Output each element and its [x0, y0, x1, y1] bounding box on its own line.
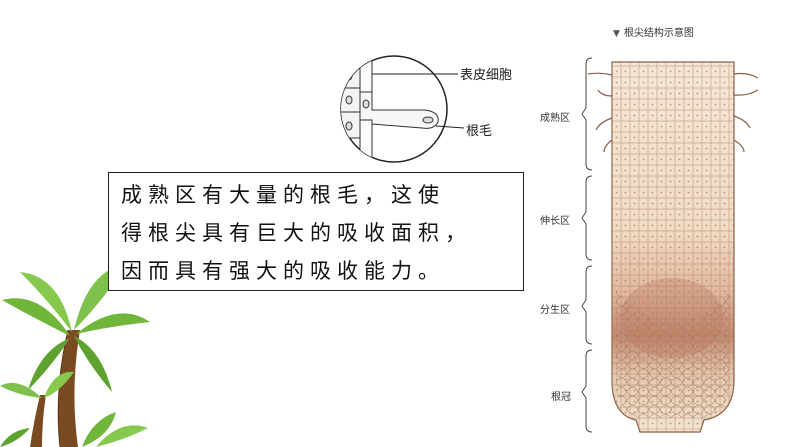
explanation-text-box: 成熟区有大量的根毛，这使 得根尖具有巨大的吸收面积， 因而具有强大的吸收能力。 [108, 172, 524, 291]
zone-brackets [581, 57, 593, 433]
magnified-view [340, 55, 465, 163]
zone-label-mature: 成熟区 [540, 113, 570, 124]
explanation-line-3: 因而具有强大的吸收能力。 [121, 259, 445, 283]
root-tip-illustration [587, 61, 759, 433]
figure-title-text: 根尖结构示意图 [623, 28, 694, 39]
zone-label-meristem: 分生区 [540, 305, 570, 316]
explanation-line-1: 成熟区有大量的根毛，这使 [121, 183, 445, 207]
zone-label-root-cap: 根冠 [551, 392, 571, 403]
callout-root-hair: 根毛 [466, 124, 493, 139]
root-hair-leader-line [435, 125, 465, 129]
meristem-region [620, 278, 724, 358]
explanation-line-2: 得根尖具有巨大的吸收面积， [121, 221, 472, 245]
callout-epidermis-cell: 表皮细胞 [460, 68, 513, 83]
palm-tree-decoration [0, 264, 150, 447]
root-hairs [587, 72, 759, 153]
figure-title: ▼根尖结构示意图 [613, 24, 694, 39]
zone-label-elongation: 伸长区 [540, 216, 570, 227]
title-triangle-icon: ▼ [613, 29, 620, 39]
